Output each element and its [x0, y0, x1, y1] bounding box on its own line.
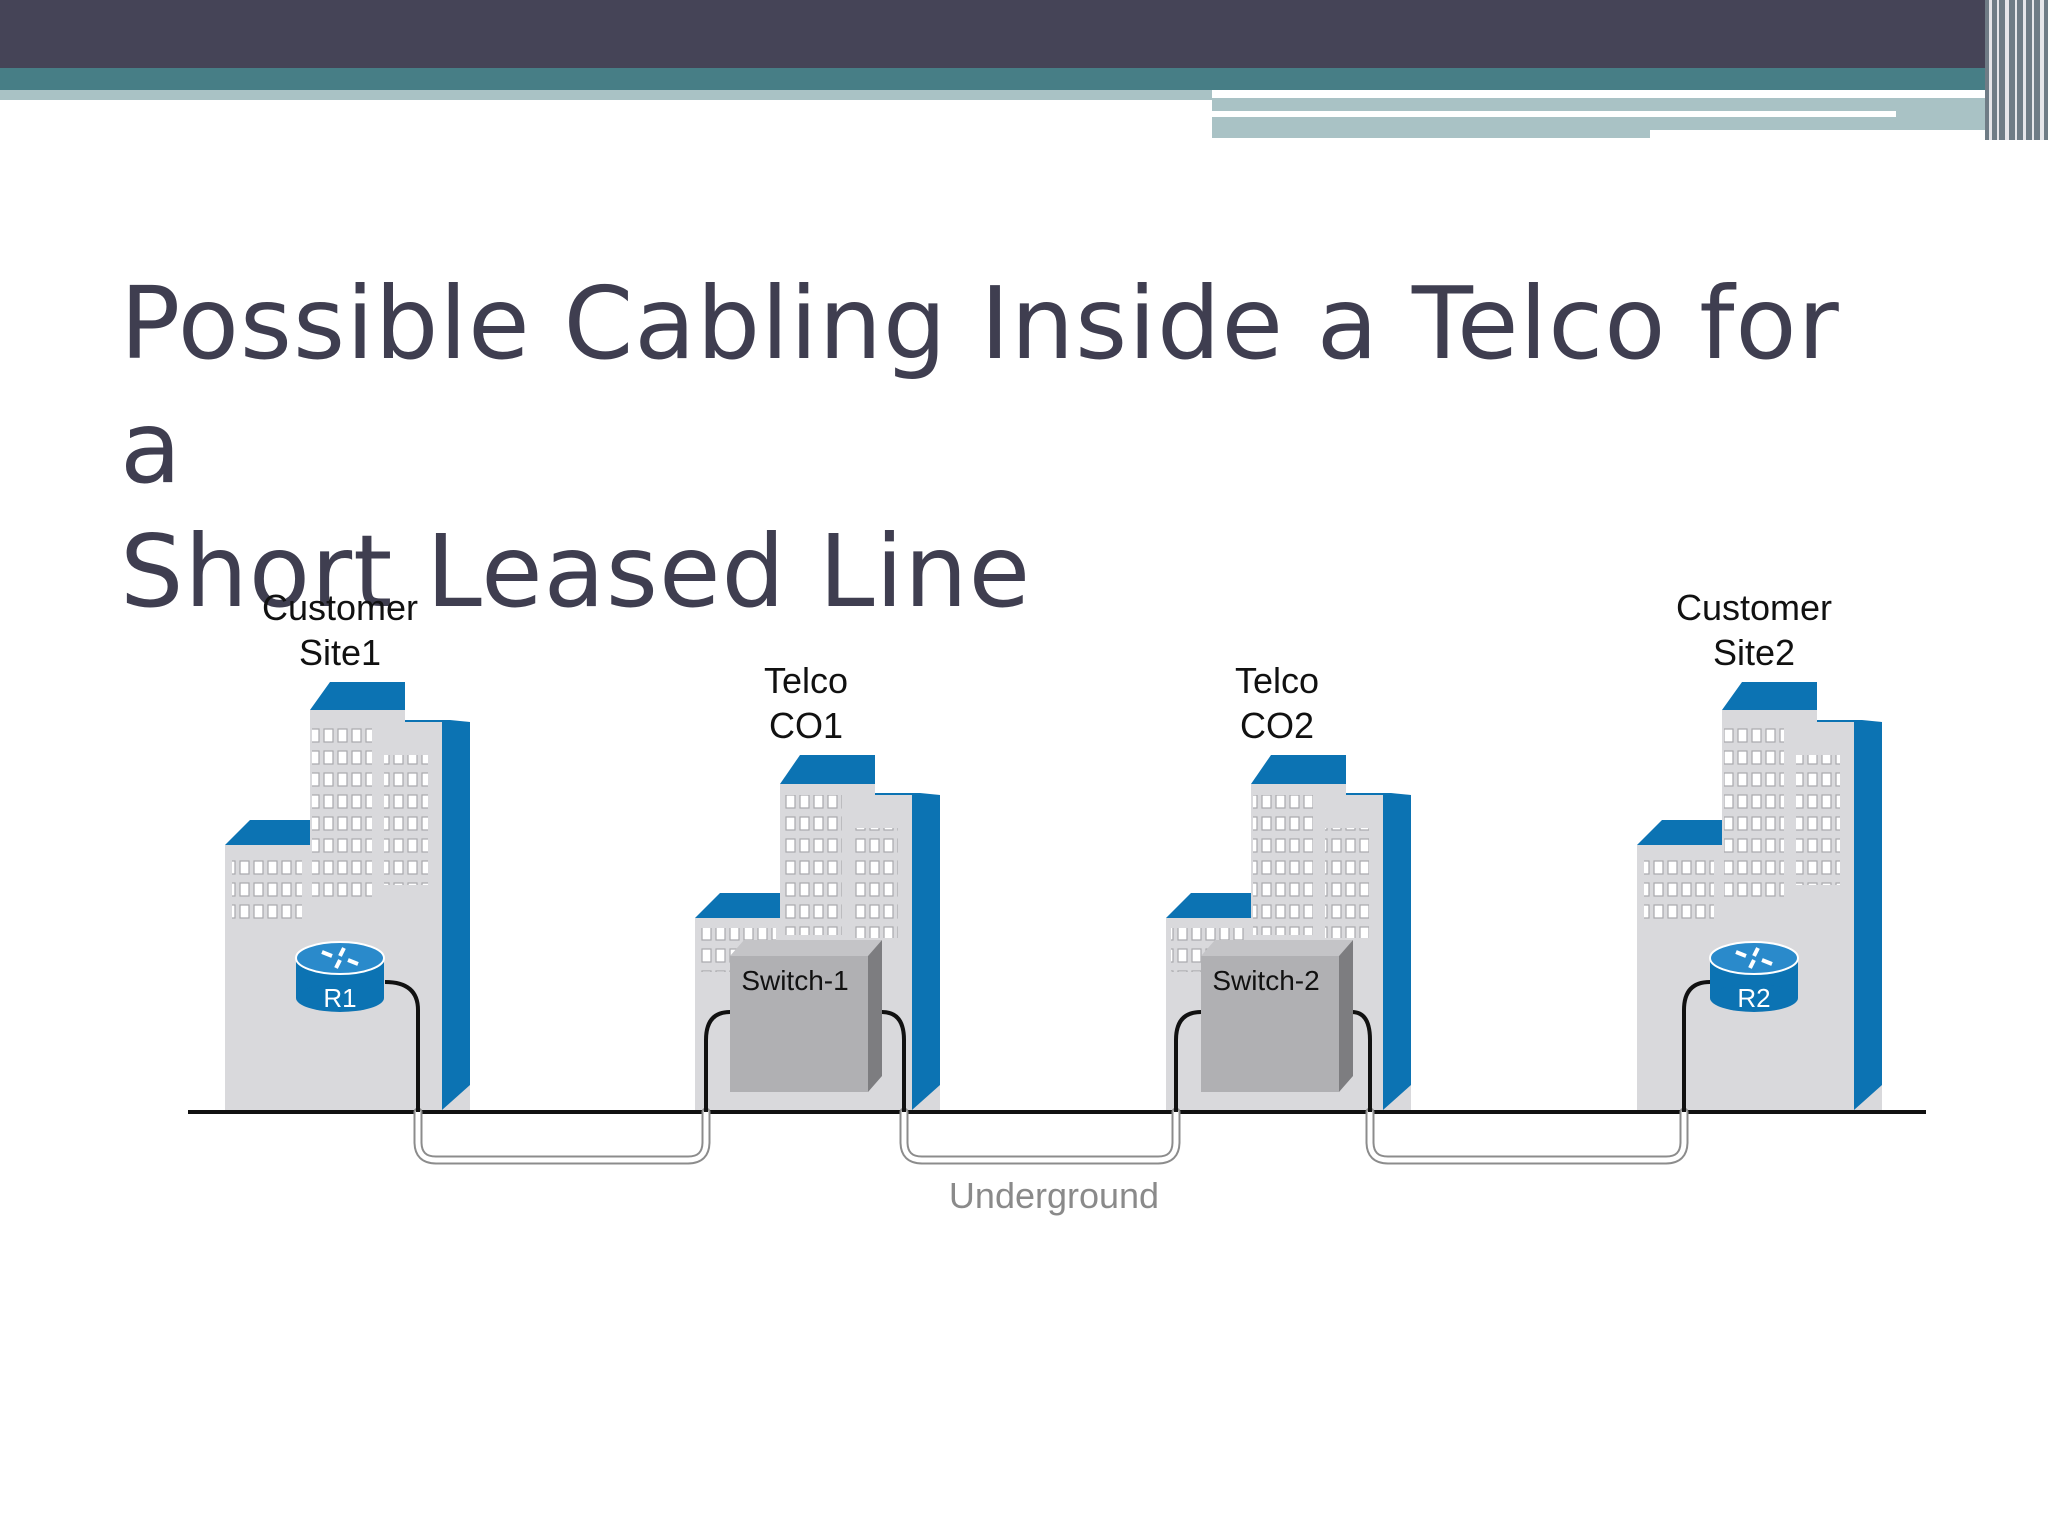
building-customer-site1: [225, 682, 470, 1110]
header-divider-line-lower: [1650, 130, 2010, 140]
co2-label-line2: CO2: [1240, 705, 1314, 746]
slide-title-line1: Possible Cabling Inside a Telco for a: [120, 265, 1840, 506]
co1-label-line1: Telco: [764, 660, 848, 701]
leased-line-diagram: R1 R2 Switch-1 Switch-2 Customer Site1 T…: [188, 587, 1926, 1216]
site2-label-line1: Customer: [1676, 587, 1832, 628]
router-icon: [1709, 941, 1799, 1012]
site2-label-line2: Site2: [1713, 632, 1795, 673]
underground-label: Underground: [949, 1175, 1159, 1216]
switch-icon: [1201, 940, 1353, 1092]
site1-label-line1: Customer: [262, 587, 418, 628]
router-icon: [295, 941, 385, 1012]
router-r1-label: R1: [323, 983, 356, 1013]
slide-title-line2: Short Leased Line: [120, 513, 1032, 630]
building-cables: [384, 980, 1711, 1112]
header-band-dark: [0, 0, 2048, 68]
switch-2-label: Switch-2: [1212, 965, 1319, 996]
co2-label-line1: Telco: [1235, 660, 1319, 701]
router-r2-label: R2: [1737, 983, 1770, 1013]
underground-cables: [413, 1107, 1689, 1165]
switch-1-label: Switch-1: [741, 965, 848, 996]
slide-title: Possible Cabling Inside a Telco for a Sh…: [120, 262, 1920, 634]
site1-label-line2: Site1: [299, 632, 381, 673]
co1-label-line2: CO1: [769, 705, 843, 746]
header-band-pale-left: [0, 90, 1212, 100]
switch-icon: [730, 940, 882, 1092]
building-customer-site2: [1637, 682, 1882, 1110]
corner-stripes-decoration: [1985, 0, 2048, 140]
header-band-teal: [0, 68, 2048, 90]
header-divider-line: [1212, 111, 1896, 117]
